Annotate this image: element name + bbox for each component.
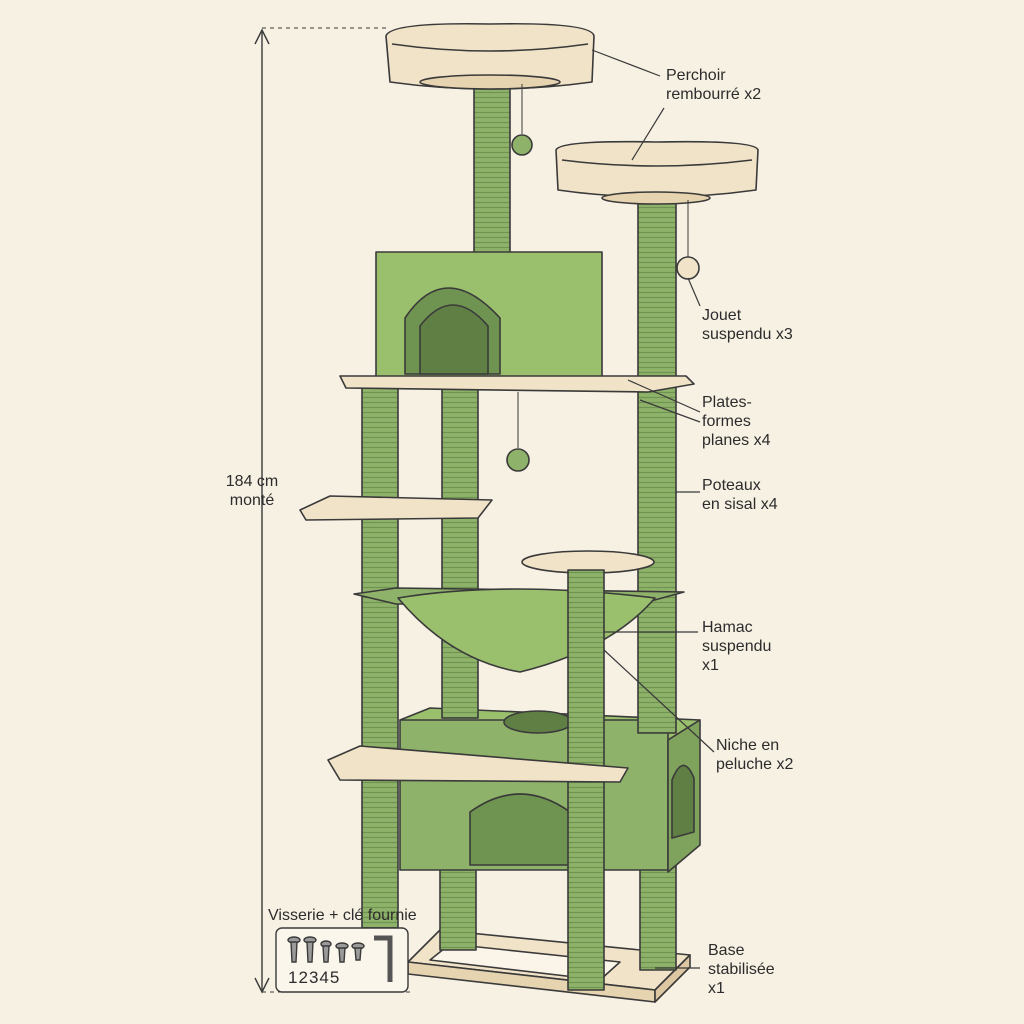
height-label: 184 cm monté <box>216 472 288 510</box>
callout-niche: Niche en peluche x2 <box>716 737 794 773</box>
screw-icon <box>351 942 365 961</box>
sisal-post <box>639 859 677 971</box>
flat-platform <box>327 745 629 783</box>
hardware-number: 4 <box>319 968 330 987</box>
hardware-title: Visserie + clé fournie <box>268 907 417 924</box>
hardware-box <box>275 927 409 993</box>
hardware-number: 1 <box>288 968 299 987</box>
hanging-toy <box>676 200 700 280</box>
sisal-post <box>361 387 399 929</box>
callout-leaders <box>591 49 715 969</box>
height-caption: monté <box>229 492 275 509</box>
sisal-post <box>637 197 677 734</box>
hanging-toy <box>506 392 530 472</box>
padded-perch <box>385 22 595 90</box>
screw-icon <box>287 936 301 963</box>
hardware-number: 3 <box>308 968 320 987</box>
callout-jouet: Jouet suspendu x3 <box>702 307 793 343</box>
sisal-post <box>441 387 479 719</box>
sisal-post <box>473 75 511 263</box>
screw-icon <box>320 940 332 963</box>
callout-poteaux: Poteaux en sisal x4 <box>702 477 778 513</box>
hardware-number: 2 <box>298 968 309 987</box>
padded-perch <box>555 140 759 205</box>
upper-condo <box>375 251 603 378</box>
flat-platform <box>299 495 493 521</box>
flat-platform <box>339 375 695 393</box>
screw-icon <box>303 936 317 963</box>
hammock <box>353 587 685 673</box>
allen-key-icon <box>374 935 393 982</box>
hardware-numbers: 12345 <box>288 968 340 987</box>
callout-perchoir: Perchoir rembourré x2 <box>666 67 762 103</box>
callout-base: Base stabilisée x1 <box>708 942 775 997</box>
callout-plateformes: Plates- formes planes x4 <box>702 394 771 449</box>
screw-icon <box>335 942 349 963</box>
callout-hamac: Hamac suspendu x1 <box>702 619 772 674</box>
height-value: 184 cm <box>225 473 279 490</box>
hanging-toy <box>511 84 533 156</box>
hardware-number: 5 <box>329 968 341 987</box>
